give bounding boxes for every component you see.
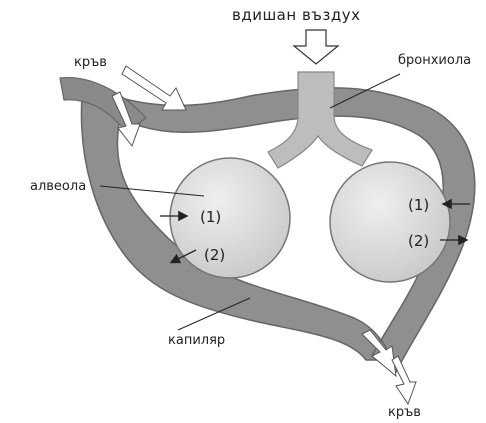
right-marker-1: (1) bbox=[408, 196, 429, 214]
capillary-label: капиляр bbox=[168, 333, 225, 348]
right-alveolus bbox=[330, 162, 450, 282]
inhaled-air-arrow bbox=[294, 30, 338, 64]
blood-out-label: кръв bbox=[388, 405, 421, 419]
inhaled-air-label: вдишан въздух bbox=[232, 6, 361, 24]
alveolus-label: алвеола bbox=[30, 179, 86, 194]
blood-in-label: кръв bbox=[74, 55, 107, 70]
left-marker-2: (2) bbox=[204, 246, 225, 264]
right-marker-2: (2) bbox=[408, 232, 429, 250]
bronchiole-label: бронхиола bbox=[398, 53, 471, 68]
blood-outflow-arrow-2 bbox=[392, 356, 416, 404]
left-marker-1: (1) bbox=[200, 208, 221, 226]
left-alveolus bbox=[170, 158, 290, 278]
